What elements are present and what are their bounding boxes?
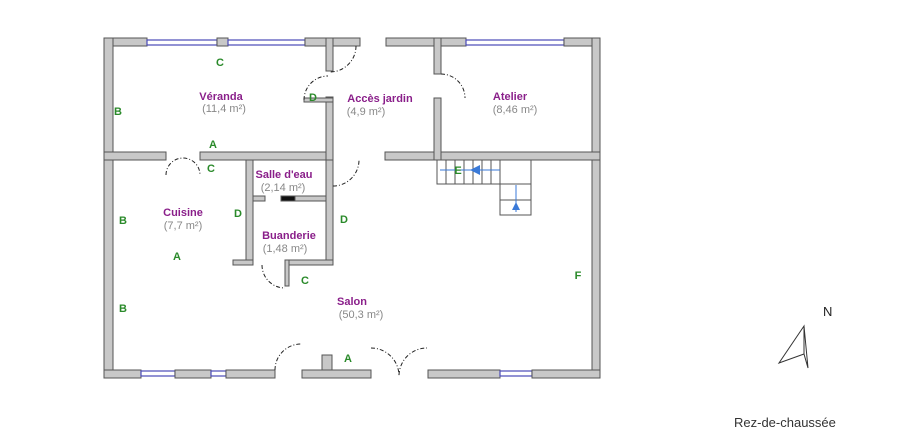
wall-marker: D [234,208,242,220]
stairs-arrow-icon [470,165,480,175]
wall-marker: E [454,165,461,177]
room-area: (1,48 m²) [263,243,308,255]
wall-marker: D [340,214,348,226]
window [210,370,227,377]
room-name: Cuisine [163,207,203,219]
room-area: (4,9 m²) [347,106,386,118]
wall-marker: A [209,139,217,151]
room-name: Salon [337,296,367,308]
wall-marker: B [119,303,127,315]
room-area: (11,4 m²) [202,103,246,115]
window [227,39,306,46]
compass-arrow-icon [777,324,809,369]
room-area: (8,46 m²) [493,104,538,116]
room-area: (7,7 m²) [164,220,203,232]
compass-north-label: N [823,304,833,319]
wall-marker: A [344,353,352,365]
room-name: Véranda [199,91,243,103]
room-labels: Véranda (11,4 m²) Accès jardin (4,9 m²) … [163,91,537,321]
window [465,39,565,46]
wall-marker: C [301,275,309,287]
window [146,39,218,46]
plan-title: Rez-de-chaussée [734,415,836,430]
wall-markers: C B D A C B D A D C B F A E [114,57,582,365]
window [140,370,176,377]
wall-marker: C [216,57,224,69]
room-area: (2,14 m²) [261,182,306,194]
walls [103,37,601,379]
stairs-arrow-icon [512,202,520,210]
wall-marker: F [575,270,582,282]
wall-marker: C [207,163,215,175]
door-swings [165,45,466,377]
window [499,370,533,377]
wall-marker: B [119,215,127,227]
stairs [436,159,532,216]
room-name: Buanderie [262,230,316,242]
room-name: Accès jardin [347,93,413,105]
wall-marker: D [309,92,317,104]
room-area: (50,3 m²) [339,309,384,321]
wall-marker: A [173,251,181,263]
room-name: Salle d'eau [255,169,312,181]
room-name: Atelier [493,91,528,103]
wall-marker: B [114,106,122,118]
